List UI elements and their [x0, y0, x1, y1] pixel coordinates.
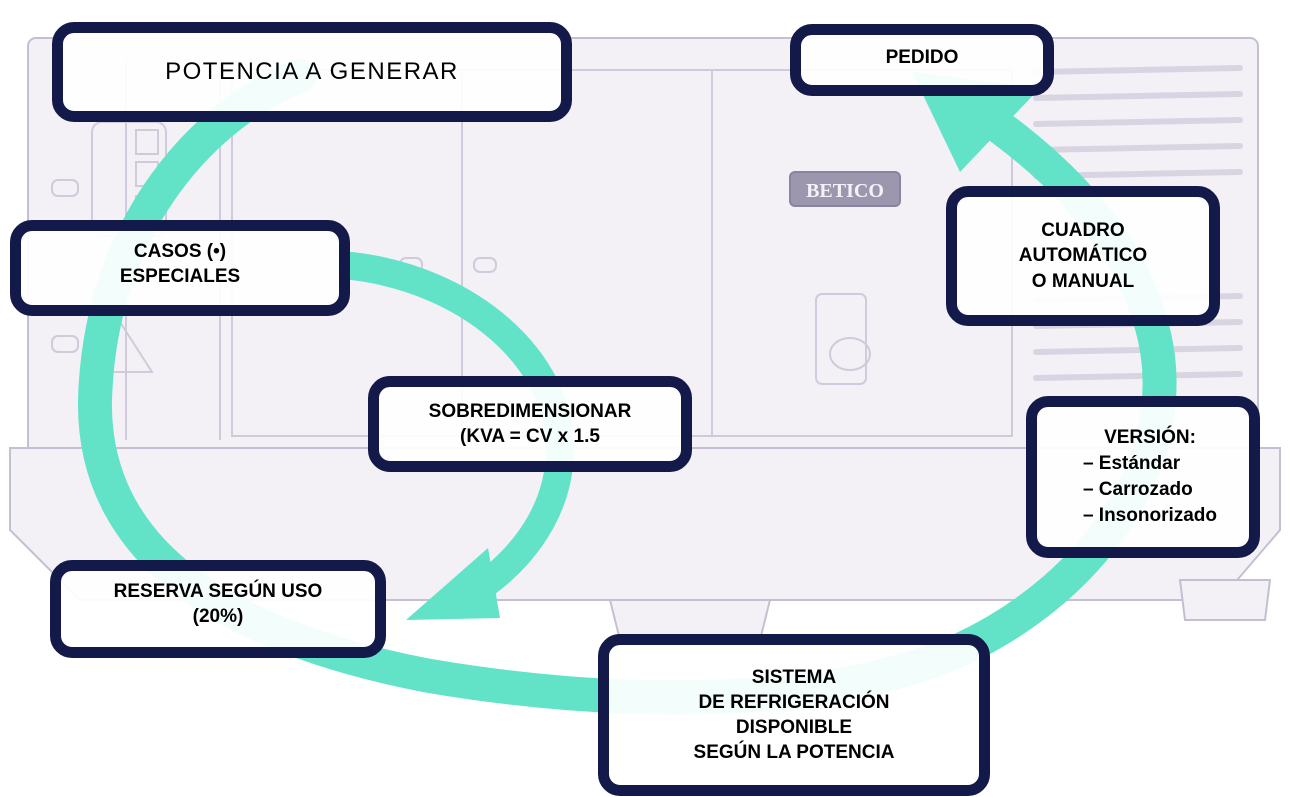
casos-especiales-box: CASOS (•) ESPECIALES [10, 220, 350, 316]
version-box: VERSIÓN: – Estándar – Carrozado – Insono… [1026, 396, 1260, 558]
version-item: – Insonorizado [1082, 505, 1218, 527]
potencia-label: POTENCIA A GENERAR [165, 58, 459, 86]
version-item: – Carrozado [1082, 479, 1193, 500]
sistema-label: SISTEMA DE REFRIGERACIÓN DISPONIBLE SEGÚ… [693, 666, 895, 764]
sobredimensionar-label: SOBREDIMENSIONAR (KVA = CV x 1.5 [428, 400, 632, 447]
potencia-box: POTENCIA A GENERAR [52, 22, 572, 122]
pedido-box: PEDIDO [790, 24, 1054, 96]
sistema-refrigeracion-box: SISTEMA DE REFRIGERACIÓN DISPONIBLE SEGÚ… [598, 634, 990, 796]
brand-plate-text: BETICO [806, 180, 884, 202]
sobredimensionar-box: SOBREDIMENSIONAR (KVA = CV x 1.5 [368, 376, 692, 472]
reserva-label: RESERVA SEGÚN USO (20%) [113, 581, 323, 628]
pedido-label: PEDIDO [885, 47, 959, 68]
inner-arrowhead [406, 548, 500, 620]
reserva-box: RESERVA SEGÚN USO (20%) [50, 560, 386, 658]
cuadro-box: CUADRO AUTOMÁTICO O MANUAL [946, 186, 1220, 326]
cuadro-label: CUADRO AUTOMÁTICO O MANUAL [1018, 220, 1148, 292]
version-title: VERSIÓN: [1104, 426, 1196, 448]
version-item: – Estándar [1082, 452, 1181, 474]
casos-label: CASOS (•) ESPECIALES [119, 241, 241, 288]
version-content: VERSIÓN: – Estándar – Carrozado – Insono… [1069, 425, 1217, 530]
main-cycle-arrowhead [912, 72, 1040, 172]
